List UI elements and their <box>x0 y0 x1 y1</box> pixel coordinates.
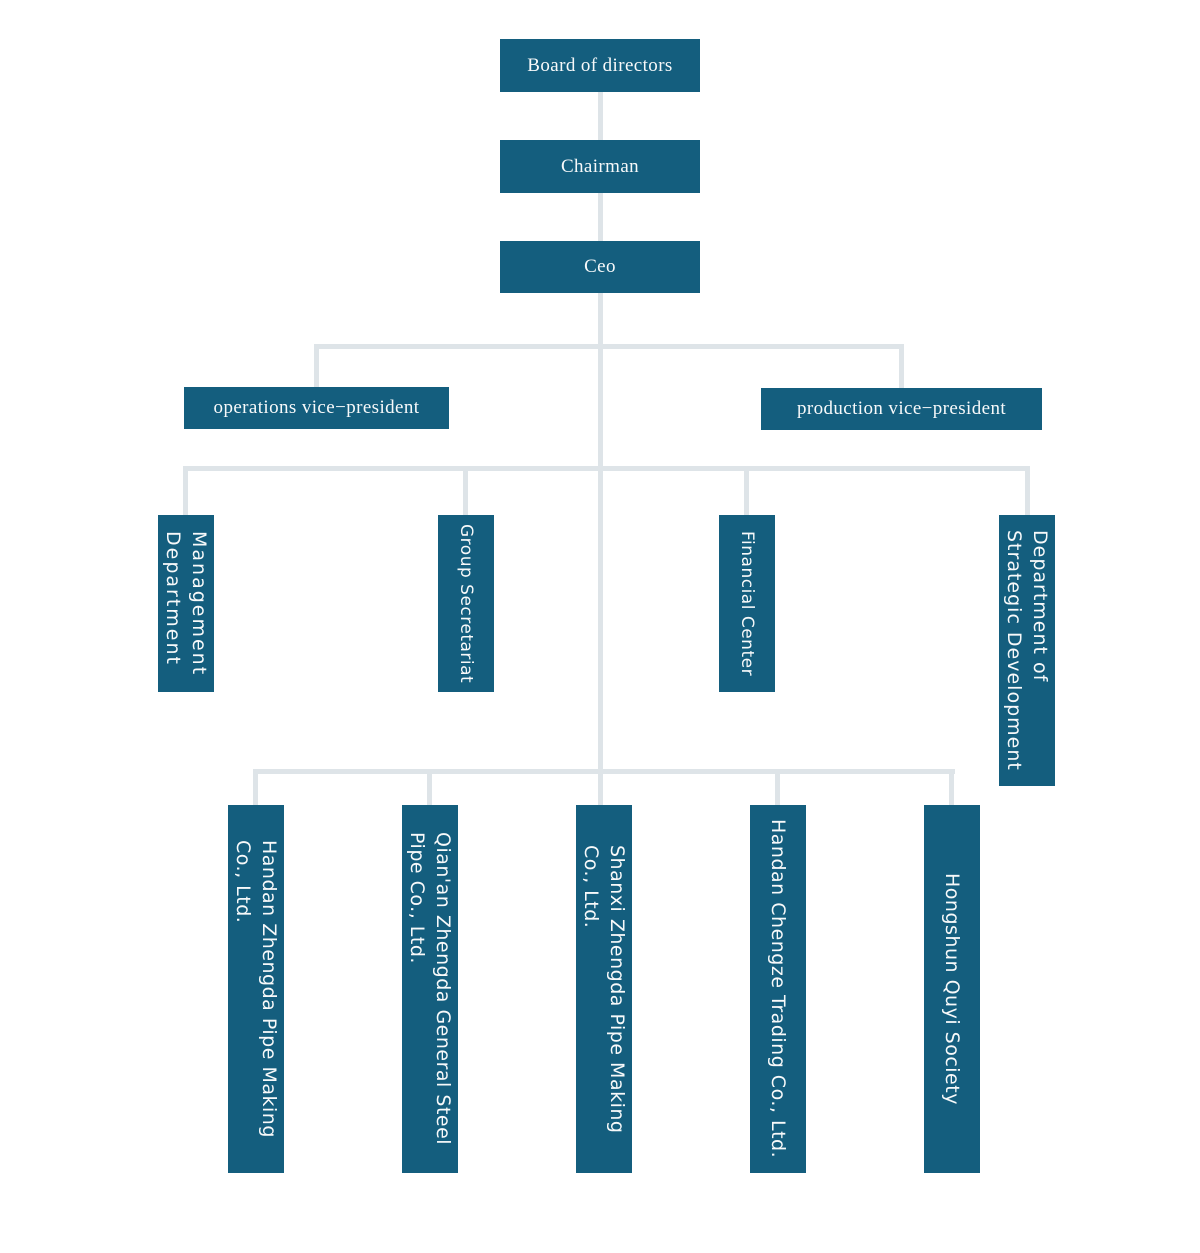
node-board-of-directors: Board of directors <box>500 39 700 92</box>
connector-board-chairman <box>598 91 603 141</box>
node-qianan-zhengda-steel: Qian'an Zhengda General Steel Pipe Co., … <box>402 805 458 1173</box>
node-strategic-development-label: Department of Strategic Development <box>1003 530 1051 771</box>
connector-vp-branch <box>314 344 904 349</box>
node-chairman: Chairman <box>500 140 700 193</box>
connector-stub-production <box>899 344 904 389</box>
node-hongshun-quyi-society: Hongshun Quyi Society <box>924 805 980 1173</box>
node-ceo: Ceo <box>500 241 700 293</box>
connector-stub-handan-zhengda <box>253 769 258 806</box>
node-hongshun-quyi-society-label: Hongshun Quyi Society <box>941 873 963 1105</box>
connector-stub-strategic <box>1025 466 1030 516</box>
node-qianan-zhengda-steel-label: Qian'an Zhengda General Steel Pipe Co., … <box>406 832 454 1146</box>
node-management-department-label: Management Department <box>162 530 210 677</box>
connector-chairman-ceo <box>598 192 603 242</box>
connector-stub-hongshun <box>949 769 954 806</box>
node-shanxi-zhengda-pipe: Shanxi Zhengda Pipe Making Co., Ltd. <box>576 805 632 1173</box>
node-operations-vice-president: operations vice−president <box>184 387 449 429</box>
node-operations-vice-president-label: operations vice−president <box>213 397 420 418</box>
node-management-department: Management Department <box>158 515 214 692</box>
node-handan-zhengda-pipe-label: Handan Zhengda Pipe Making Co., Ltd. <box>232 840 280 1138</box>
node-shanxi-zhengda-pipe-label: Shanxi Zhengda Pipe Making Co., Ltd. <box>580 844 628 1134</box>
connector-stub-handan-chengze <box>775 769 780 806</box>
node-handan-chengze-trading: Handan Chengze Trading Co., Ltd. <box>750 805 806 1173</box>
connector-main-trunk <box>598 293 603 805</box>
node-ceo-label: Ceo <box>584 256 616 277</box>
connector-stub-financial <box>744 466 749 516</box>
node-production-vice-president-label: production vice−president <box>796 398 1007 419</box>
connector-subsidiary-branch <box>253 769 955 774</box>
node-financial-center: Financial Center <box>719 515 775 692</box>
node-strategic-development: Department of Strategic Development <box>999 515 1055 786</box>
connector-stub-qianan <box>427 769 432 806</box>
connector-dept-branch <box>183 466 1030 471</box>
connector-stub-operations <box>314 344 319 388</box>
node-handan-chengze-trading-label: Handan Chengze Trading Co., Ltd. <box>767 819 789 1159</box>
node-handan-zhengda-pipe: Handan Zhengda Pipe Making Co., Ltd. <box>228 805 284 1173</box>
node-group-secretariat-label: Group Secretariat <box>456 523 476 684</box>
node-financial-center-label: Financial Center <box>737 530 757 677</box>
connector-stub-management <box>183 466 188 516</box>
node-chairman-label: Chairman <box>560 155 640 177</box>
connector-stub-secretariat <box>463 466 468 516</box>
node-group-secretariat: Group Secretariat <box>438 515 494 692</box>
node-board-of-directors-label: Board of directors <box>527 54 673 76</box>
node-production-vice-president: production vice−president <box>761 388 1042 430</box>
